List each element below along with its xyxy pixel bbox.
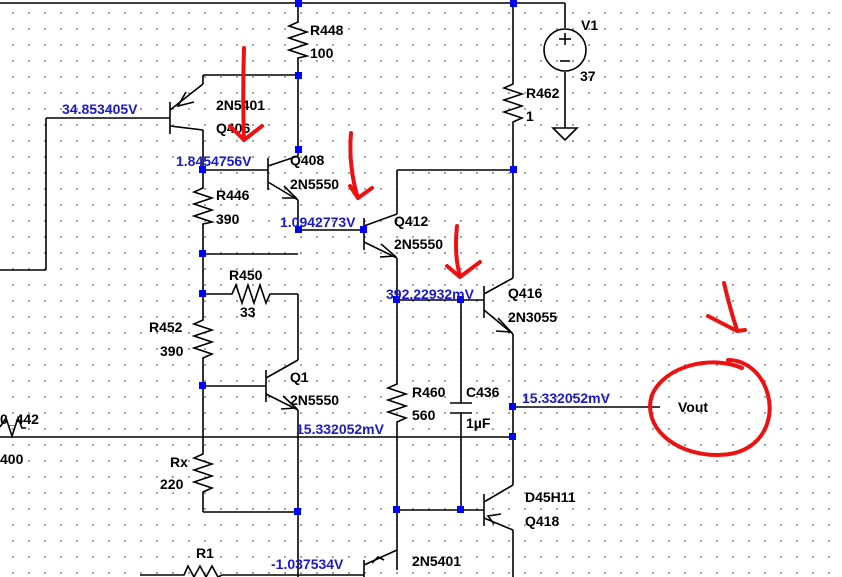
resistor-r460 [385, 380, 409, 426]
r452-name: R452 [149, 319, 183, 335]
q416-model: 2N3055 [508, 309, 557, 325]
c436-value: 1µF [466, 415, 491, 431]
q408-name: Q408 [290, 152, 324, 168]
q1-model: 2N5550 [290, 392, 339, 408]
node-voltage-input: 34.853405V [62, 101, 138, 117]
r448-value: 100 [310, 45, 334, 61]
resistor-rx [191, 450, 215, 496]
resistor-r446 [191, 184, 215, 226]
v1-value: 37 [580, 68, 596, 84]
voltage-source-v1 [543, 28, 587, 72]
rx-name: Rx [170, 454, 188, 470]
transistor-q416 [483, 277, 514, 335]
resistor-r1 [180, 564, 226, 577]
rx-value: 220 [160, 476, 184, 492]
q416-name: Q416 [508, 285, 542, 301]
r460-value: 560 [412, 407, 436, 423]
r450-name: R450 [229, 267, 263, 283]
r1-name: R1 [196, 545, 214, 561]
resistor-r442-partial [0, 415, 26, 439]
node-voltage-output: 15.332052mV [522, 390, 611, 406]
annotation-arrow-2 [348, 131, 374, 200]
ground-icon [551, 118, 579, 142]
q412-model: 2N5550 [394, 236, 443, 252]
resistor-r452 [191, 316, 215, 362]
r452-value: 390 [160, 343, 184, 359]
node-voltage-q416-base: 392.22932mV [386, 286, 475, 302]
resistor-r448 [286, 18, 310, 62]
q418-name: Q418 [525, 513, 559, 529]
r460-name: R460 [412, 384, 446, 400]
wires [0, 2, 660, 577]
capacitor-c436 [450, 402, 472, 414]
q1-name: Q1 [290, 369, 309, 385]
r446-name: R446 [216, 187, 250, 203]
v1-name: V1 [581, 17, 598, 33]
resistor-r450 [228, 282, 272, 306]
vout-net-label: Vout [678, 399, 708, 415]
junction-nodes [199, 0, 517, 515]
node-voltage-q406-collector: 1.8454756V [176, 153, 252, 169]
c436-name: C436 [466, 384, 500, 400]
r450-value: 33 [240, 304, 256, 320]
transistor-q1 [265, 359, 299, 411]
transistor-q406 [169, 83, 204, 134]
node-voltage-bottom: -1.037534V [271, 556, 344, 572]
q406-model: 2N5401 [216, 97, 265, 113]
r446-value: 390 [216, 211, 240, 227]
r442-value: 400 [0, 451, 24, 467]
q408-model: 2N5550 [290, 176, 339, 192]
q412-name: Q412 [394, 213, 428, 229]
resistor-r462 [501, 80, 525, 126]
node-voltage-q1-emitter: 15.332052mV [296, 421, 385, 437]
bottom-transistor-model: 2N5401 [412, 553, 461, 569]
q418-model: D45H11 [525, 489, 576, 505]
r442-name: 0_442 [0, 411, 39, 427]
node-voltage-q412-base: 1.0942773V [280, 214, 356, 230]
annotation-arrow-4 [706, 281, 747, 333]
r448-name: R448 [310, 22, 344, 38]
transistor-q412 [363, 213, 398, 259]
transistor-bottom [363, 549, 398, 577]
transistor-q418 [483, 484, 514, 531]
transistor-q408 [267, 155, 299, 201]
annotation-arrow-1 [228, 46, 264, 142]
r462-value: 1 [526, 108, 534, 124]
annotation-circle-vout [648, 358, 772, 457]
annotation-arrow-3 [445, 224, 482, 279]
r462-name: R462 [526, 85, 560, 101]
